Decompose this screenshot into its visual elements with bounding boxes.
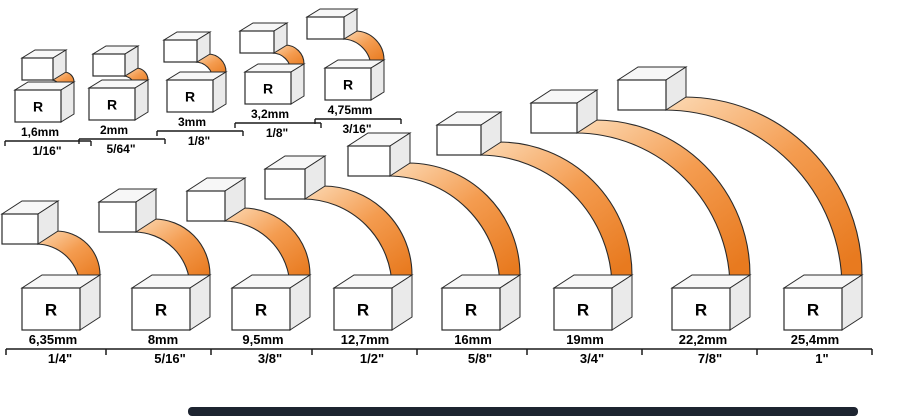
inch-label: 5/16"	[154, 351, 185, 366]
radius-block-front-face	[441, 287, 501, 331]
r-label: R	[465, 300, 477, 319]
mm-label: 16mm	[454, 332, 492, 347]
mm-label: 2mm	[100, 123, 128, 137]
radius-block-front-face	[324, 67, 372, 101]
radius-block-front-face	[166, 79, 214, 113]
r-label: R	[255, 300, 267, 319]
radius-block-front-face	[244, 71, 292, 105]
radius-block-front-face	[131, 287, 191, 331]
mm-label: 12,7mm	[341, 332, 389, 347]
r-label: R	[695, 300, 707, 319]
radius-block-front-face	[783, 287, 843, 331]
bottom-bar	[188, 407, 858, 416]
radius-profile: R 1,6mm 1/16"	[4, 49, 92, 158]
inch-label: 7/8"	[698, 351, 722, 366]
r-label: R	[807, 300, 819, 319]
top-block-front-face	[1, 213, 39, 245]
radius-profile: R 25,4mm 1"	[616, 66, 864, 366]
radius-profile: R 22,2mm 7/8"	[529, 89, 752, 366]
r-label: R	[577, 300, 589, 319]
r-label: R	[185, 88, 195, 104]
inch-label: 1/2"	[360, 351, 384, 366]
mm-label: 1,6mm	[21, 125, 59, 139]
r-label: R	[45, 300, 57, 319]
inch-label: 5/64"	[106, 142, 135, 156]
mm-label: 8mm	[148, 332, 178, 347]
inch-label: 1/4"	[48, 351, 72, 366]
mm-label: 3,2mm	[251, 107, 289, 121]
radius-block-front-face	[88, 87, 136, 121]
radius-profile: R 12,7mm 1/2"	[263, 155, 414, 366]
mm-label: 25,4mm	[791, 332, 839, 347]
top-block-front-face	[186, 190, 226, 222]
inch-label: 3/16"	[342, 122, 371, 136]
inch-label: 1"	[815, 351, 828, 366]
top-block-front-face	[239, 30, 275, 54]
top-block-front-face	[163, 39, 198, 63]
radius-profile: R 3mm 1/8"	[156, 31, 244, 148]
inch-label: 3/8"	[258, 351, 282, 366]
top-block-front-face	[617, 79, 667, 111]
radius-profile: R 16mm 5/8"	[346, 132, 522, 366]
r-label: R	[33, 98, 43, 114]
inch-label: 3/4"	[580, 351, 604, 366]
top-block-front-face	[306, 16, 345, 40]
radius-block-front-face	[333, 287, 393, 331]
r-label: R	[263, 80, 273, 96]
radius-profile: R 4,75mm 3/16"	[305, 8, 402, 136]
roundover-surface	[302, 185, 413, 289]
roundover-surface	[663, 96, 863, 289]
top-block-front-face	[347, 145, 391, 177]
radius-profile: R 9,5mm 3/8"	[185, 177, 312, 366]
top-block-front-face	[21, 57, 54, 81]
mm-label: 3mm	[178, 115, 206, 129]
inch-label: 1/8"	[266, 126, 288, 140]
top-block-front-face	[98, 201, 137, 233]
radius-block-front-face	[14, 89, 62, 123]
r-label: R	[107, 96, 117, 112]
mm-label: 6,35mm	[29, 332, 77, 347]
top-block-front-face	[436, 124, 482, 156]
mm-label: 9,5mm	[242, 332, 283, 347]
inch-label: 1/8"	[188, 134, 210, 148]
radius-profile: R 3,2mm 1/8"	[234, 22, 322, 140]
mm-label: 19mm	[566, 332, 604, 347]
r-label: R	[155, 300, 167, 319]
r-label: R	[357, 300, 369, 319]
radius-profile: R 6,35mm 1/4"	[0, 200, 102, 366]
inch-label: 5/8"	[468, 351, 492, 366]
radius-block-front-face	[671, 287, 731, 331]
radius-profile: R 8mm 5/16"	[97, 188, 212, 366]
r-label: R	[343, 76, 353, 92]
mm-label: 22,2mm	[679, 332, 727, 347]
top-block-front-face	[530, 102, 578, 134]
radius-block-front-face	[21, 287, 81, 331]
inch-label: 1/16"	[32, 144, 61, 158]
top-block-front-face	[264, 168, 306, 200]
top-block-front-face	[92, 53, 126, 77]
mm-label: 4,75mm	[328, 103, 373, 117]
radius-profile: R 2mm 5/64"	[78, 45, 166, 156]
radius-profile: R 19mm 3/4"	[435, 111, 634, 366]
radius-block-front-face	[231, 287, 291, 331]
radius-block-front-face	[553, 287, 613, 331]
